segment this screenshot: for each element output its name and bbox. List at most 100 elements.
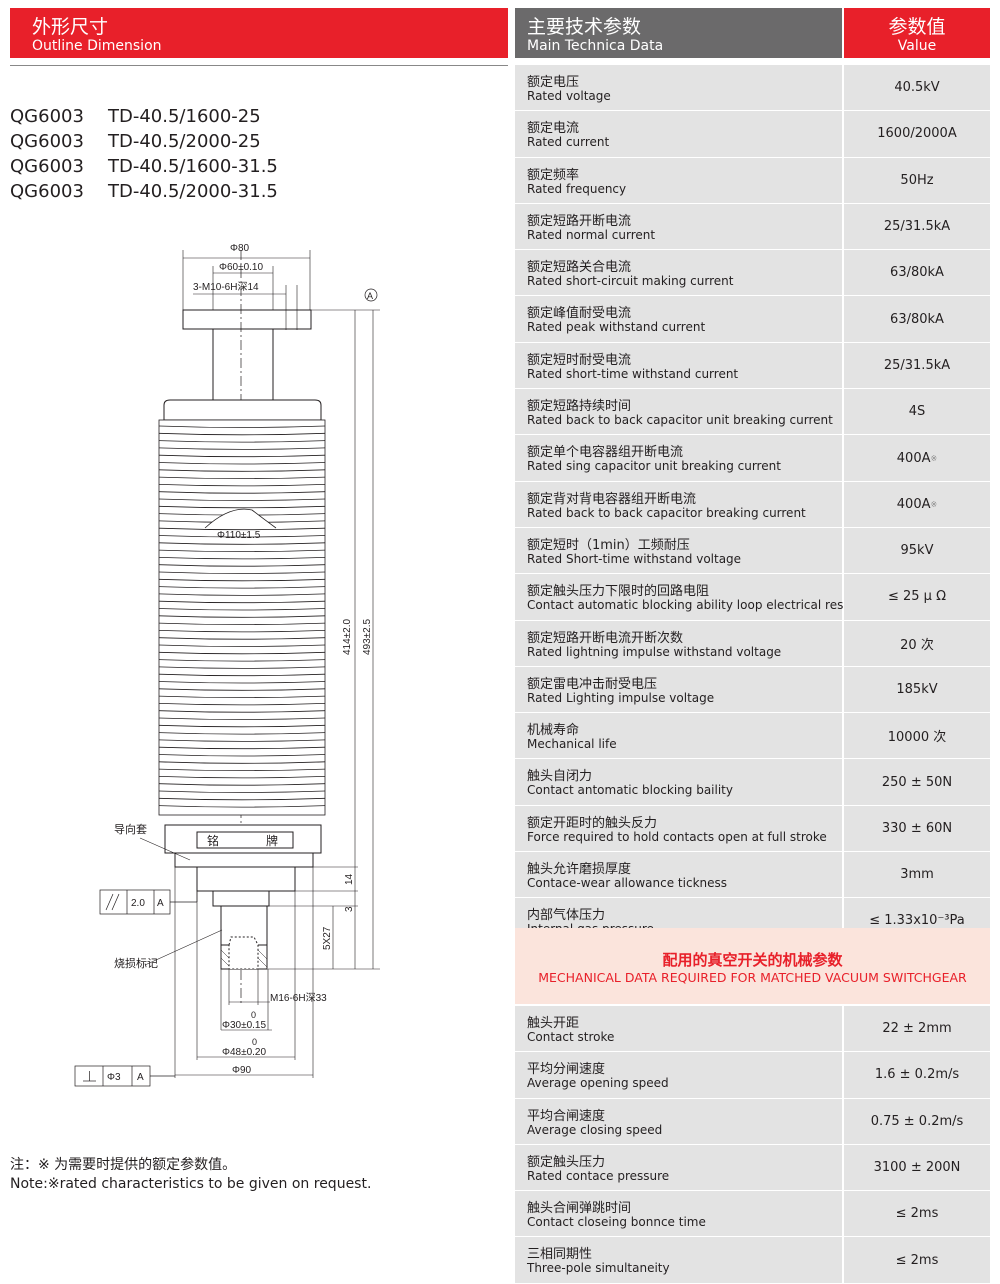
param-value-cell: 330 ± 60N [844,805,990,852]
param-value-cell: 250 ± 50N [844,759,990,805]
param-name-zh: 平均合闸速度 [527,1108,606,1124]
bellows-rib [158,790,326,793]
dim-3: 3 [344,906,355,912]
param-name-zh: 触头开距 [527,1016,580,1031]
dim-m16: M16-6H深33 [270,992,327,1004]
bellows-rib [158,484,326,487]
param-value-cell: 10000 次 [844,713,990,759]
model-code: QG6003 [10,131,84,152]
param-value: 40.5kV [894,80,940,96]
param-value: 3100 ± 200N [873,1160,961,1176]
bottom-base [196,866,296,892]
param-value-cell: ≤ 2ms [844,1237,990,1283]
bellows-rib [158,659,326,662]
param-value: 63/80kA [890,265,944,281]
bellows-rib [158,768,326,771]
param-name-en: Rated short-time withstand current [527,366,739,381]
bellows-rib [158,425,326,428]
model-row: QG6003 TD-40.5/2000-25 [10,129,278,154]
param-name-zh: 额定短路持续时间 [527,399,632,415]
tech-header-zh: 主要技术参数 [527,16,642,38]
perpendicularity-ref: A [137,1072,144,1083]
param-value-cell: 400A※ [844,481,990,527]
model-code: QG6003 [10,181,84,202]
param-name-zh: 额定单个电容器组开断电流 [527,445,684,461]
bellows-rib [158,724,326,728]
param-value-cell: 1600/2000A [844,111,990,157]
param-name-zh: 额定短路关合电流 [527,260,632,276]
param-value: 4S [908,404,926,420]
bellows-rib [158,805,326,808]
param-name-zh: 额定峰值耐受电流 [527,306,632,322]
param-value-cell: 0.75 ± 0.2m/s [844,1098,990,1144]
bellows-rib [158,637,326,640]
param-name-en: Rated peak withstand current [527,320,706,335]
param-value: 95kV [900,543,934,559]
param-value: ≤ 2ms [895,1252,939,1268]
param-name-en: Rated lightning impulse withstand voltag… [527,644,782,659]
nameplate-char-2: 牌 [266,834,278,848]
param-value: 63/80kA [890,311,944,327]
param-name-en: Force required to hold contacts open at … [527,829,827,844]
model-type: TD-40.5/2000-25 [108,131,261,152]
model-code: QG6003 [10,106,84,127]
bellows-rib [158,681,326,684]
bellows-rib [158,469,326,472]
dim-d48-zero: 0 [252,1037,257,1047]
datum-a: A [367,291,373,301]
param-name-en: Rated current [527,135,610,150]
parallelism-frame [99,880,198,915]
thread-hole [228,936,259,970]
param-name-zh: 额定背对背电容器组开断电流 [527,491,697,507]
diameter-bubble [204,508,277,529]
dim-14: 14 [344,873,355,885]
param-name-en: Rated back to back capacitor unit breaki… [527,413,833,428]
bellows-rib [158,710,326,713]
bellows-rib [158,476,326,479]
param-value-cell: 1.6 ± 0.2m/s [844,1052,990,1098]
datum-a-circle [364,288,378,302]
param-name-en: Contact automatic blocking ability loop … [527,598,887,613]
param-value-cell: 63/80kA [844,250,990,296]
value-header-en: Value [897,38,937,54]
param-value-cell: 40.5kV [844,65,990,111]
param-value: 185kV [896,682,938,697]
footnote-mark: ※ [930,499,938,509]
value-header-zh: 参数值 [888,16,946,38]
footnote: 注：※ 为需要时提供的额定参数值。 Note:※rated characteri… [10,1156,371,1194]
model-type: TD-40.5/2000-31.5 [108,181,278,202]
bellows-rib [158,557,326,560]
param-name-zh: 触头合闸弹跳时间 [527,1201,632,1217]
dim-h493: 493±2.5 [362,618,373,655]
param-value: 25/31.5kA [883,357,951,373]
outline-header-en: Outline Dimension [32,38,162,54]
bottom-neck [212,890,270,907]
footnote-en: Note:※rated characteristics to be given … [10,1176,372,1192]
param-name-en: Rated short-circuit making current [527,274,734,289]
param-name-en: Rated normal current [527,227,656,242]
bellows-rib [158,440,326,443]
bellows [158,419,326,816]
param-name-zh: 内部气体压力 [527,908,606,924]
bellows-rib [158,754,326,757]
bellows-rib [158,644,326,647]
param-value-cell: 25/31.5kA [844,203,990,250]
